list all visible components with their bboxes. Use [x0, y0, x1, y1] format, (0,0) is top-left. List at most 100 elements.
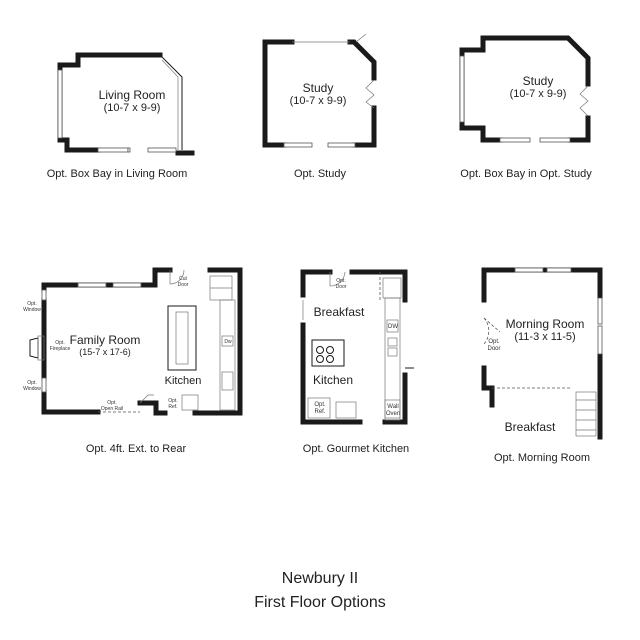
plan-caption: Opt. Gourmet Kitchen — [303, 443, 409, 455]
wall — [567, 115, 591, 143]
plan-caption: Opt. 4ft. Ext. to Rear — [86, 443, 187, 455]
door-swing — [355, 33, 367, 43]
wall — [481, 365, 495, 408]
opt-window-label: Opt. — [27, 301, 36, 307]
opt-ref-label: Ref. — [168, 404, 177, 410]
dishwasher — [386, 319, 399, 333]
range — [221, 371, 234, 391]
stair-rail — [139, 394, 154, 404]
opt-window-label: Window — [23, 386, 41, 392]
plan-living-room-box-bay: Living Room (10-7 x 9-9) Opt. Box Bay in… — [47, 52, 195, 180]
opt-door-label: Opt. — [488, 339, 500, 345]
opt-ref-label: Ref. — [314, 409, 325, 415]
dishwasher — [221, 335, 234, 347]
wall — [459, 47, 503, 143]
wall-oven-label: Oven — [386, 411, 400, 417]
window — [597, 325, 603, 355]
window — [499, 137, 531, 143]
opt-window-label: Window — [23, 307, 41, 313]
opt-fireplace-label: Fireplace — [50, 346, 71, 352]
wall — [300, 269, 333, 298]
stair — [575, 391, 597, 437]
kitchen-label: Kitchen — [313, 373, 353, 387]
window — [459, 55, 465, 123]
opt-window-label: Opt. — [27, 380, 36, 386]
plan-opt-study: Study (10-7 x 9-9) Opt. Study — [262, 33, 377, 180]
burner — [316, 355, 324, 363]
opt-ref-label: Opt. — [168, 398, 177, 404]
opt-window — [41, 377, 47, 393]
wall — [480, 35, 591, 87]
opt-window — [41, 289, 47, 301]
burner — [316, 346, 324, 354]
window — [539, 137, 571, 143]
opt-ref-label: Opt. — [314, 402, 326, 408]
burner — [326, 346, 334, 354]
kitchen-island — [167, 305, 197, 371]
opt-door-label: Door — [487, 346, 500, 352]
fireplace-icon — [29, 337, 39, 359]
room-dimensions: (10-7 x 9-9) — [104, 102, 161, 114]
cut-door-label: Door — [178, 282, 189, 288]
room-name: Family Room — [70, 333, 141, 347]
opt-open-rail-label: Open Rail — [101, 406, 123, 412]
wall — [75, 52, 163, 68]
room-name: Study — [303, 81, 334, 95]
wall — [41, 389, 101, 415]
refrigerator — [307, 397, 331, 419]
plan-morning-room: Opt. Door Morning Room (11-3 x 11-5) Bre… — [481, 267, 603, 464]
kitchen-island — [311, 339, 345, 367]
window — [147, 147, 177, 153]
window — [514, 267, 544, 273]
window — [546, 267, 572, 273]
plan-caption: Opt. Morning Room — [494, 452, 590, 464]
plan-study-box-bay: Study (10-7 x 9-9) Opt. Box Bay in Opt. … — [459, 35, 592, 180]
window — [112, 282, 142, 288]
pantry — [382, 277, 402, 299]
room-dimensions: (11-3 x 11-5) — [514, 331, 575, 343]
burner — [326, 355, 334, 363]
window — [97, 147, 129, 153]
wall — [41, 267, 173, 293]
plan-caption: Opt. Box Bay in Opt. Study — [460, 168, 592, 180]
wall — [262, 39, 295, 148]
plan-caption: Opt. Study — [294, 168, 346, 180]
sink-basin — [387, 347, 398, 357]
room-dimensions: (15-7 x 17-6) — [79, 347, 131, 357]
door-swing — [329, 271, 346, 287]
refrigerator — [181, 394, 199, 411]
room-dimensions: (10-7 x 9-9) — [290, 95, 347, 107]
window — [327, 142, 356, 148]
dishwasher-label: DW — [388, 324, 398, 330]
wall — [481, 267, 603, 303]
plan-caption: Opt. Box Bay in Living Room — [47, 168, 188, 180]
opt-door-swing — [483, 317, 501, 345]
window — [77, 282, 107, 288]
bifold-door — [579, 85, 589, 117]
plan-gourmet-kitchen: Opt. Door DW Opt. Ref. Wall Oven Breakfa… — [300, 269, 414, 455]
island-sink — [175, 311, 189, 365]
sheet-title: Newbury II — [282, 570, 358, 587]
door-swing — [169, 269, 185, 285]
counter — [219, 299, 236, 411]
plan-family-room-extension: Cut Door Opt. Window Opt. Fireplace Opt.… — [23, 267, 243, 455]
counter — [335, 401, 357, 419]
window-mullion — [127, 147, 131, 153]
wall — [137, 400, 168, 416]
box-bay-inner — [161, 59, 179, 150]
wall — [57, 62, 81, 153]
window — [283, 142, 313, 148]
room-name: Study — [523, 74, 554, 88]
window — [57, 69, 63, 139]
bifold-door — [365, 79, 375, 109]
sheet-subtitle: First Floor Options — [254, 594, 386, 611]
kitchen-label: Kitchen — [165, 375, 202, 387]
wall — [352, 105, 377, 148]
box-bay-outline — [159, 54, 183, 150]
opt-open-rail-label: Opt. — [107, 400, 116, 406]
room-name: Morning Room — [506, 317, 585, 331]
opt-door-label: Door — [336, 284, 347, 290]
wall-oven-label: Wall — [387, 404, 398, 410]
wall — [349, 269, 408, 303]
